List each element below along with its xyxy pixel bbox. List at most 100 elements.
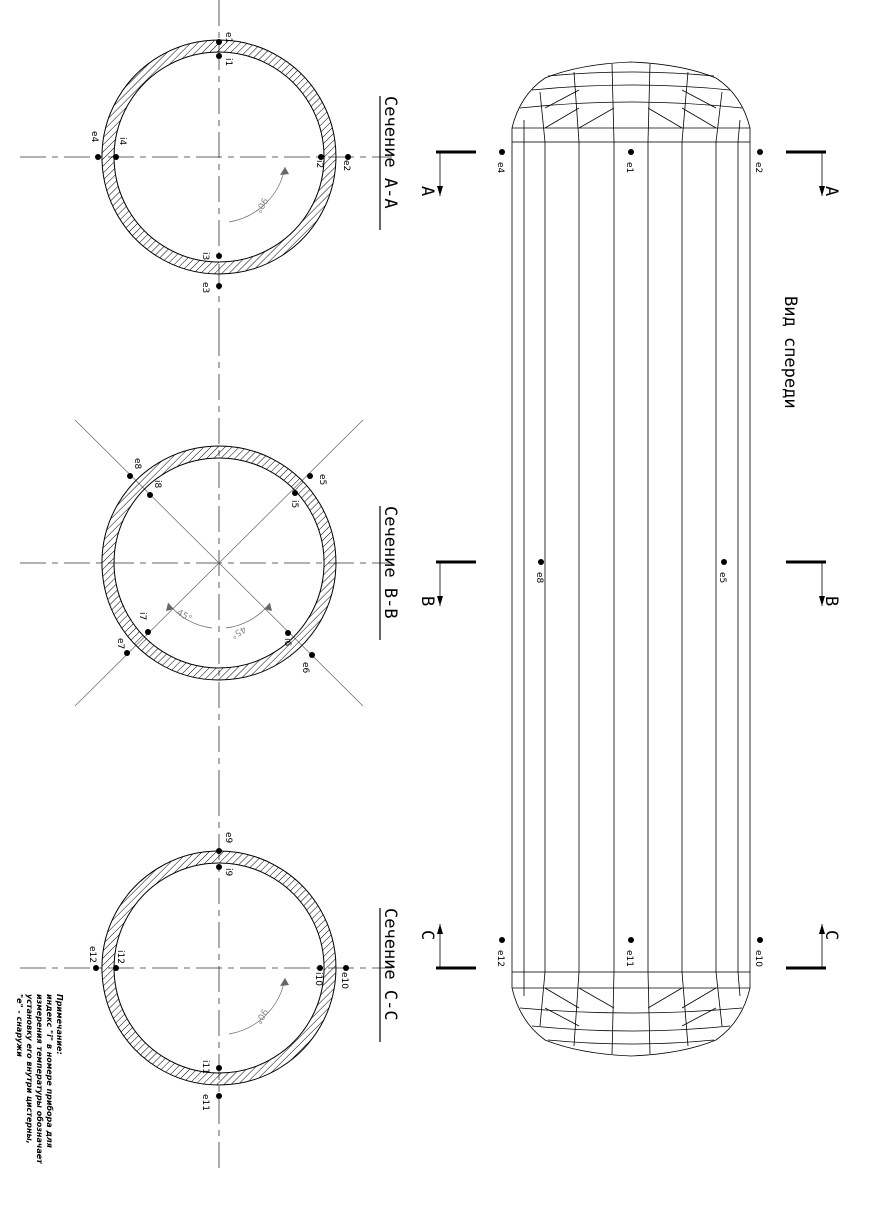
svg-text:e4: e4 xyxy=(89,131,99,143)
sensor-i11: i11 xyxy=(200,1060,222,1074)
angle-arc-c xyxy=(228,977,286,1035)
svg-text:e5: e5 xyxy=(317,474,327,485)
svg-text:e7: e7 xyxy=(115,638,125,649)
svg-text:e8: e8 xyxy=(534,572,544,584)
sensor-i8: i8 xyxy=(147,480,162,498)
svg-text:e9: e9 xyxy=(223,832,233,844)
svg-text:e4: e4 xyxy=(495,162,505,174)
note-line-2: индекс "i" в номере прибора для xyxy=(45,994,55,1148)
svg-text:e6: e6 xyxy=(300,662,310,674)
sensor-i3: i3 xyxy=(200,252,222,260)
sensor-e3: e3 xyxy=(200,282,222,293)
sensor-i9: i9 xyxy=(216,864,233,877)
sensor-e10: e10 xyxy=(339,965,349,989)
section-b-b: 45° 45° e5 i5 i6 e6 i7 e7 e8 i8 Сечение … xyxy=(20,330,400,790)
svg-text:e10: e10 xyxy=(753,950,763,967)
sensor-e4: e4 xyxy=(89,131,101,160)
svg-text:i8: i8 xyxy=(152,480,162,489)
front-sensor-e8: e8 xyxy=(534,559,544,584)
svg-text:i9: i9 xyxy=(223,868,233,877)
sensor-i2: i2 xyxy=(314,154,324,168)
diagonal-axis-2 xyxy=(74,419,364,707)
cut-marker-a-left: A xyxy=(417,150,476,196)
sensor-e5: e5 xyxy=(307,473,327,485)
note-line-4: установку его внутри цистерны, xyxy=(25,994,34,1144)
front-sensor-e10: e10 xyxy=(753,937,763,967)
sensor-e7: e7 xyxy=(115,638,130,656)
svg-text:A: A xyxy=(821,186,841,196)
tank-top-cap xyxy=(511,61,751,143)
cut-marker-c-right: C xyxy=(786,924,841,970)
sensor-e2: e2 xyxy=(341,154,351,171)
svg-text:90°: 90° xyxy=(252,196,269,215)
tank-body xyxy=(511,141,751,973)
pipe-wall-a xyxy=(101,39,337,275)
front-sensor-e12: e12 xyxy=(495,937,505,967)
svg-text:i10: i10 xyxy=(313,972,323,986)
svg-text:90°: 90° xyxy=(252,1007,269,1026)
svg-text:e5: e5 xyxy=(717,572,727,583)
sensor-i5: i5 xyxy=(289,490,299,508)
tank-front-view: e4 e1 e2 e8 e5 e12 e11 e10 Ви xyxy=(495,61,800,1057)
section-b-title: Сечение B-B xyxy=(380,506,400,619)
tank-bottom-cap xyxy=(511,971,751,1057)
svg-text:45°: 45° xyxy=(229,623,248,640)
svg-text:i1: i1 xyxy=(223,58,233,66)
svg-text:i4: i4 xyxy=(117,137,127,146)
svg-text:B: B xyxy=(417,596,437,606)
sensor-e6: e6 xyxy=(300,652,315,674)
front-sensor-e1: e1 xyxy=(624,149,634,173)
sensor-e8: e8 xyxy=(127,458,142,479)
cut-marker-b-left: B xyxy=(417,560,476,606)
section-a-title: Сечение A-A xyxy=(380,96,400,209)
pipe-wall-c xyxy=(101,850,337,1086)
svg-text:e2: e2 xyxy=(753,162,763,173)
svg-text:e12: e12 xyxy=(495,950,505,967)
svg-text:i11: i11 xyxy=(200,1060,210,1074)
sensor-i1: i1 xyxy=(216,53,233,66)
note-line-3: измерения температуры обозначает xyxy=(35,994,45,1165)
angle-arc-a xyxy=(228,166,286,223)
note-block: Примечание: индекс "i" в номере прибора … xyxy=(15,994,64,1165)
cut-marker-a-right: A xyxy=(786,150,841,196)
section-c-title: Сечение C-C xyxy=(380,908,400,1021)
sensor-e1: e1 xyxy=(216,32,233,45)
svg-text:e11: e11 xyxy=(624,950,634,967)
section-a-a: 90° e1 i1 e2 i2 i3 e3 e4 i4 Сечение A-A xyxy=(20,0,400,330)
front-view-title: Вид спереди xyxy=(780,296,800,409)
front-sensor-e2: e2 xyxy=(753,149,763,173)
svg-text:e10: e10 xyxy=(339,972,349,989)
svg-text:e3: e3 xyxy=(200,282,210,293)
svg-text:e12: e12 xyxy=(87,946,97,963)
note-line-5: "e" - снаружи xyxy=(15,994,24,1057)
sensor-i7: i7 xyxy=(137,612,151,635)
svg-text:i7: i7 xyxy=(137,612,147,620)
tank-longitudinal-lines xyxy=(523,142,739,972)
sensor-i4: i4 xyxy=(113,137,127,160)
section-c-c: 90° e9 i9 e10 i10 i11 e11 e12 i12 Сечени… xyxy=(20,790,400,1170)
front-sensor-e4: e4 xyxy=(495,149,505,174)
svg-text:i6: i6 xyxy=(282,638,292,647)
sensor-i10: i10 xyxy=(313,965,323,986)
svg-text:i2: i2 xyxy=(314,160,324,168)
svg-text:e8: e8 xyxy=(132,458,142,470)
svg-text:e2: e2 xyxy=(341,160,351,171)
svg-text:i5: i5 xyxy=(289,500,299,508)
sensor-i12: i12 xyxy=(113,950,125,971)
front-sensor-e11: e11 xyxy=(624,937,634,967)
svg-text:A: A xyxy=(417,186,437,196)
svg-text:B: B xyxy=(821,596,841,606)
note-line-1: Примечание: xyxy=(55,994,64,1055)
pipe-wall-b xyxy=(101,445,337,681)
svg-text:e1: e1 xyxy=(624,162,634,173)
front-sensor-e5: e5 xyxy=(717,559,727,583)
svg-text:e1: e1 xyxy=(223,32,233,43)
svg-text:i3: i3 xyxy=(200,252,210,260)
svg-text:C: C xyxy=(417,930,437,940)
svg-text:i12: i12 xyxy=(115,950,125,964)
cut-marker-c-left: C xyxy=(417,924,476,970)
cut-marker-b-right: B xyxy=(786,560,841,606)
sensor-e9: e9 xyxy=(216,832,233,854)
sensor-e11: e11 xyxy=(200,1093,222,1111)
